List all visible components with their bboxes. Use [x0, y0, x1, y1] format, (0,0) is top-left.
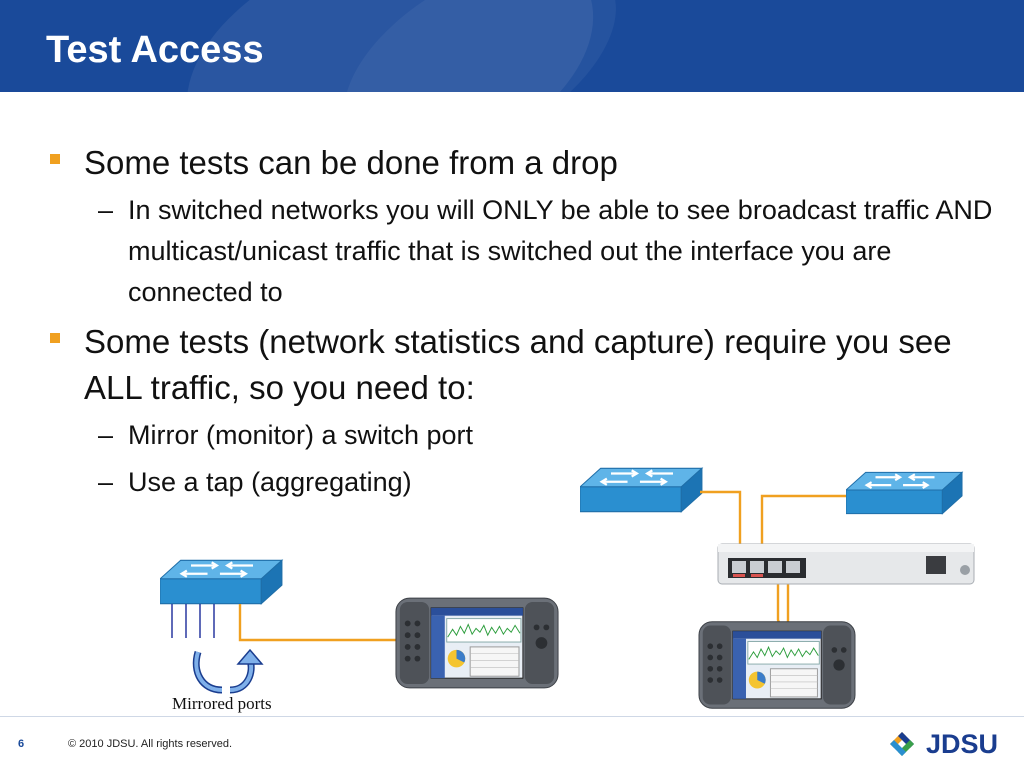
test-instrument-icon [698, 621, 856, 709]
bullet-text: In switched networks you will ONLY be ab… [128, 195, 993, 307]
bullet-level2: – Use a tap (aggregating) [46, 462, 996, 503]
mirror-switch [160, 559, 284, 605]
network-switch-icon [160, 559, 284, 605]
slide-header: Test Access [0, 0, 1024, 92]
bullet-marker-icon [50, 333, 60, 343]
test-instrument-icon [395, 597, 559, 689]
mirrored-ports-caption: Mirrored ports [172, 694, 272, 713]
jdsu-logo-icon [890, 732, 914, 756]
mirror-cable [238, 604, 398, 642]
network-tap-icon [717, 543, 975, 585]
bullet-text: Use a tap (aggregating) [128, 467, 412, 497]
page-number: 6 [18, 738, 25, 750]
logo-wordmark: JDSU [926, 729, 999, 759]
dash-marker: – [98, 420, 114, 450]
footer-divider [0, 716, 1024, 717]
bullet-text: Mirror (monitor) a switch port [128, 420, 474, 450]
slide-title: Test Access [46, 29, 264, 71]
dash-marker: – [98, 467, 114, 497]
slide-content: Some tests can be done from a drop – In … [46, 140, 996, 509]
network-switch-icon [846, 471, 964, 515]
bullet-level1: Some tests can be done from a drop [46, 140, 996, 186]
bullet-level2: – In switched networks you will ONLY be … [46, 190, 996, 313]
bullet-marker-icon [50, 154, 60, 164]
bullet-text: Some tests (network statistics and captu… [84, 323, 952, 406]
mirrored-port-lines [171, 604, 215, 638]
copyright-text: © 2010 JDSU. All rights reserved. [68, 738, 233, 750]
mirror-arrows-icon [192, 648, 264, 694]
bullet-text: Some tests can be done from a drop [84, 144, 618, 181]
dash-marker: – [98, 195, 114, 225]
bullet-level1: Some tests (network statistics and captu… [46, 319, 996, 411]
network-switch-icon [580, 467, 704, 513]
bullet-level2: – Mirror (monitor) a switch port [46, 415, 996, 456]
